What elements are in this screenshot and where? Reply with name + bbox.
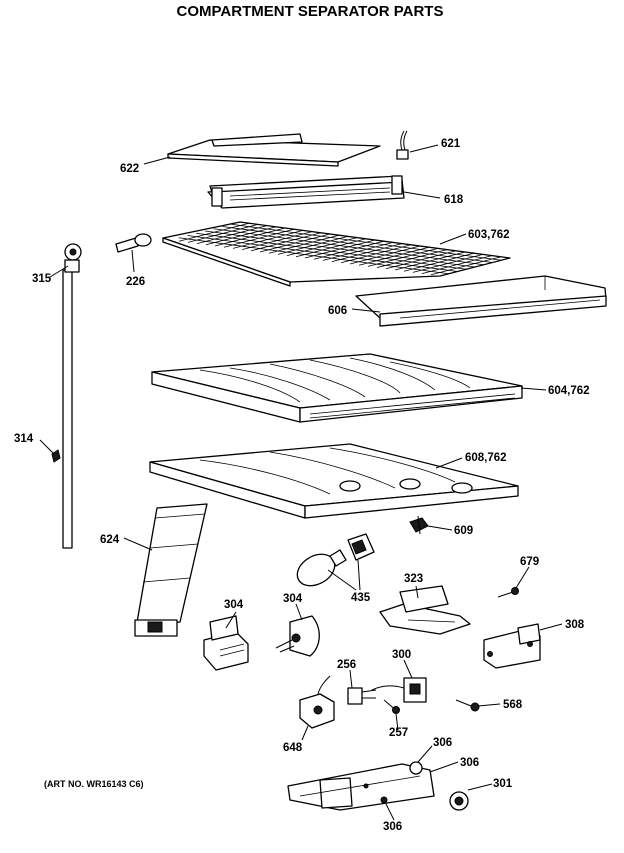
part-609-clip[interactable] — [409, 515, 429, 535]
label-306-right: 306 — [460, 757, 479, 769]
part-314-clip[interactable] — [51, 449, 61, 463]
label-603: 603,762 — [468, 229, 510, 241]
part-604-tray[interactable] — [151, 353, 523, 423]
label-306-top: 306 — [433, 737, 452, 749]
leader-lines — [39, 144, 563, 821]
label-304-left: 304 — [224, 599, 244, 611]
label-568: 568 — [503, 699, 523, 711]
part-435-socket[interactable] — [347, 533, 375, 561]
part-304-switch-knob[interactable] — [275, 615, 320, 657]
label-256: 256 — [337, 659, 356, 671]
part-300-thermostat[interactable] — [371, 677, 427, 703]
label-679: 679 — [520, 556, 539, 568]
part-323-shield[interactable] — [379, 585, 471, 635]
part-568-screw[interactable] — [455, 699, 480, 712]
label-622: 622 — [120, 163, 139, 175]
art-number: (ART NO. WR16143 C6) — [44, 779, 144, 789]
label-618: 618 — [444, 194, 464, 206]
label-300: 300 — [392, 649, 411, 661]
label-315: 315 — [32, 273, 52, 285]
part-257-screw[interactable] — [383, 699, 400, 714]
part-622-cover[interactable] — [167, 133, 381, 167]
part-226-pin[interactable] — [115, 233, 152, 253]
part-679-screw[interactable] — [497, 587, 519, 598]
label-306-bottom: 306 — [383, 821, 402, 833]
label-609: 609 — [454, 525, 473, 537]
label-435: 435 — [351, 592, 371, 604]
part-624-baffle[interactable] — [134, 503, 208, 637]
part-256-connector[interactable] — [347, 687, 377, 705]
part-306-housing[interactable] — [287, 761, 435, 811]
part-308-bracket[interactable] — [483, 623, 541, 669]
label-648: 648 — [283, 742, 303, 754]
label-257: 257 — [389, 727, 408, 739]
part-315-bearing[interactable] — [64, 243, 82, 273]
part-labels: 621 622 618 603,762 315 226 606 604,762 … — [14, 138, 590, 833]
label-606: 606 — [328, 305, 347, 317]
label-226: 226 — [126, 276, 145, 288]
part-621-sensor[interactable] — [396, 130, 409, 160]
part-648-motor[interactable] — [299, 675, 335, 729]
part-603-shelf[interactable] — [162, 221, 511, 287]
part-304-switch-box[interactable] — [203, 615, 249, 671]
label-304-right: 304 — [283, 593, 303, 605]
label-301: 301 — [493, 778, 513, 790]
part-314-rod[interactable] — [62, 269, 73, 549]
label-323: 323 — [404, 573, 423, 585]
part-606-cover[interactable] — [355, 275, 607, 327]
part-301-knob[interactable] — [449, 791, 469, 811]
part-618-bracket[interactable] — [207, 175, 405, 209]
part-608-tray[interactable] — [149, 443, 519, 519]
part-435-lamp[interactable] — [292, 548, 347, 592]
label-314: 314 — [14, 433, 34, 445]
label-624: 624 — [100, 534, 120, 546]
label-621: 621 — [441, 138, 461, 150]
label-604: 604,762 — [548, 385, 590, 397]
label-308: 308 — [565, 619, 585, 631]
label-608: 608,762 — [465, 452, 507, 464]
diagram-title: COMPARTMENT SEPARATOR PARTS — [177, 3, 444, 20]
